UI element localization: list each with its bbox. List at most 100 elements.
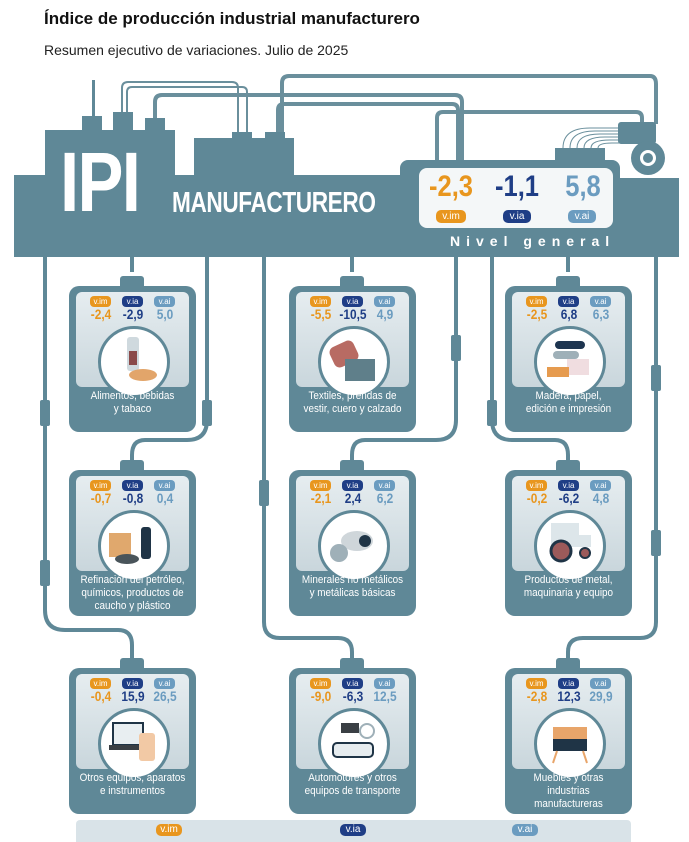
sector-card-4: v.im v.ia v.ai -0,7 -0,8 0,4 Refinación … (69, 470, 196, 616)
value-row: -0,2 -6,2 4,8 (512, 490, 625, 506)
sector-card-panel: v.im v.ia v.ai -2,5 6,8 6,3 (512, 292, 625, 398)
legend-vai: v.ai (512, 824, 538, 836)
vim-value: -9,0 (310, 688, 332, 704)
via-badge: v.ia (342, 296, 363, 307)
sector-label-line-3: caucho y plástico (94, 600, 171, 612)
sector-label-line-2: y tabaco (113, 403, 152, 415)
general-vim-badge: v.im (436, 210, 466, 223)
sector-label-line-1: Automotores y otros (308, 772, 397, 784)
sector-card-panel: v.im v.ia v.ai -0,7 -0,8 0,4 (76, 476, 189, 582)
sector-card-panel: v.im v.ia v.ai -2,4 -2,9 5,0 (76, 292, 189, 398)
general-vai-badge: v.ai (568, 210, 596, 223)
card-connector (120, 460, 144, 470)
vim-badge: v.im (90, 678, 111, 689)
vim-value: -2,1 (310, 490, 332, 506)
vai-badge: v.ai (374, 480, 395, 491)
vim-badge: v.im (310, 480, 331, 491)
general-vim-value: -2,3 (429, 170, 473, 203)
laptop-phone-icon (109, 722, 155, 761)
via-value: -10,5 (339, 306, 367, 322)
sector-illustration (98, 708, 170, 780)
via-badge: v.ia (342, 678, 363, 689)
page-subtitle: Resumen ejecutivo de variaciones. Julio … (44, 42, 349, 58)
via-value: -6,2 (558, 490, 580, 506)
vim-value: -2,5 (526, 306, 548, 322)
sector-label-line-1: Alimentos, bebidas (90, 390, 175, 402)
general-level-label: Nivel general (450, 233, 616, 249)
sector-label-line-1: Otros equipos, aparatos (79, 772, 186, 784)
general-via-badge: v.ia (503, 210, 531, 223)
card-connector (556, 460, 580, 470)
sector-label-line-1: Refinación del petróleo, (80, 574, 185, 586)
sector-label-line-2: manufactureras (534, 798, 603, 810)
via-value: -2,9 (122, 306, 144, 322)
paper-rolls-wood-icon (547, 341, 589, 377)
value-row: -0,4 15,9 26,5 (76, 688, 189, 704)
vim-badge: v.im (526, 480, 547, 491)
sector-label-line-2: equipos de transporte (304, 785, 401, 797)
sector-label-line-1: Madera, papel, (535, 390, 602, 402)
card-connector (556, 276, 580, 286)
sector-illustration (318, 326, 390, 398)
cement-mixer-icon (330, 531, 373, 562)
badge-row: v.im v.ia v.ai (76, 296, 189, 308)
vai-badge: v.ai (154, 296, 175, 307)
ipi-logo: IPI (60, 135, 141, 229)
card-connector (120, 276, 144, 286)
via-value: -6,3 (342, 688, 364, 704)
value-row: -2,4 -2,9 5,0 (76, 306, 189, 322)
sector-card-panel: v.im v.ia v.ai -9,0 -6,3 12,5 (296, 674, 409, 780)
sector-label-line-1: Muebles y otras industrias (533, 772, 604, 797)
fabric-roll-shorts-icon (329, 340, 375, 381)
via-badge: v.ia (558, 296, 579, 307)
fine-wires (562, 127, 623, 149)
sector-label: Alimentos, bebidas y tabaco (75, 390, 189, 416)
via-value: 6,8 (560, 306, 578, 322)
sector-illustration (98, 326, 170, 398)
vim-value: -0,4 (90, 688, 112, 704)
sector-card-panel: v.im v.ia v.ai -2,8 12,3 29,9 (512, 674, 625, 780)
vim-badge: v.im (90, 480, 111, 491)
badge-row: v.im v.ia v.ai (512, 296, 625, 308)
vim-value: -0,2 (526, 490, 548, 506)
sector-illustration (534, 708, 606, 780)
vim-value: -5,5 (310, 306, 332, 322)
bottle-bread-icon (127, 337, 157, 381)
vim-value: -2,8 (526, 688, 548, 704)
vai-value: 12,5 (373, 688, 397, 704)
wires (121, 81, 248, 132)
vim-badge: v.im (310, 678, 331, 689)
manufacturero-logo: MANUFACTURERO (172, 187, 376, 219)
sector-label-line-2: maquinaria y equipo (523, 587, 614, 599)
badge-row: v.im v.ia v.ai (296, 678, 409, 690)
vai-value: 26,5 (153, 688, 177, 704)
legend-vim: v.im (156, 824, 182, 836)
legend-via: v.ia (340, 824, 366, 836)
sector-card-panel: v.im v.ia v.ai -5,5 -10,5 4,9 (296, 292, 409, 398)
value-row: -5,5 -10,5 4,9 (296, 306, 409, 322)
sector-label-line-1: Productos de metal, (524, 574, 613, 586)
vim-badge: v.im (526, 296, 547, 307)
sector-card-3: v.im v.ia v.ai -2,5 6,8 6,3 Madera, pape… (505, 286, 632, 432)
badge-row: v.im v.ia v.ai (76, 678, 189, 690)
via-badge: v.ia (122, 678, 143, 689)
sector-card-panel: v.im v.ia v.ai -0,4 15,9 26,5 (76, 674, 189, 780)
card-connector (340, 460, 364, 470)
vai-badge: v.ai (590, 296, 611, 307)
sector-illustration (318, 708, 390, 780)
sector-label-line-2: químicos, productos de (81, 587, 184, 599)
via-badge: v.ia (122, 480, 143, 491)
sector-label: Otros equipos, aparatos e instrumentos (75, 772, 189, 798)
vim-badge: v.im (526, 678, 547, 689)
legend-bar: v.im v.ia v.ai (76, 820, 631, 842)
sector-card-8: v.im v.ia v.ai -9,0 -6,3 12,5 Automotore… (289, 668, 416, 814)
card-connector (556, 658, 580, 668)
sector-illustration (534, 510, 606, 582)
pipes-down (43, 257, 658, 665)
sector-label: Automotores y otros equipos de transport… (295, 772, 409, 798)
sector-label-line-2: vestir, cuero y calzado (303, 403, 402, 415)
vai-value: 4,8 (592, 490, 610, 506)
vai-badge: v.ai (590, 480, 611, 491)
via-value: 2,4 (344, 490, 362, 506)
tractor-icon (549, 523, 591, 563)
